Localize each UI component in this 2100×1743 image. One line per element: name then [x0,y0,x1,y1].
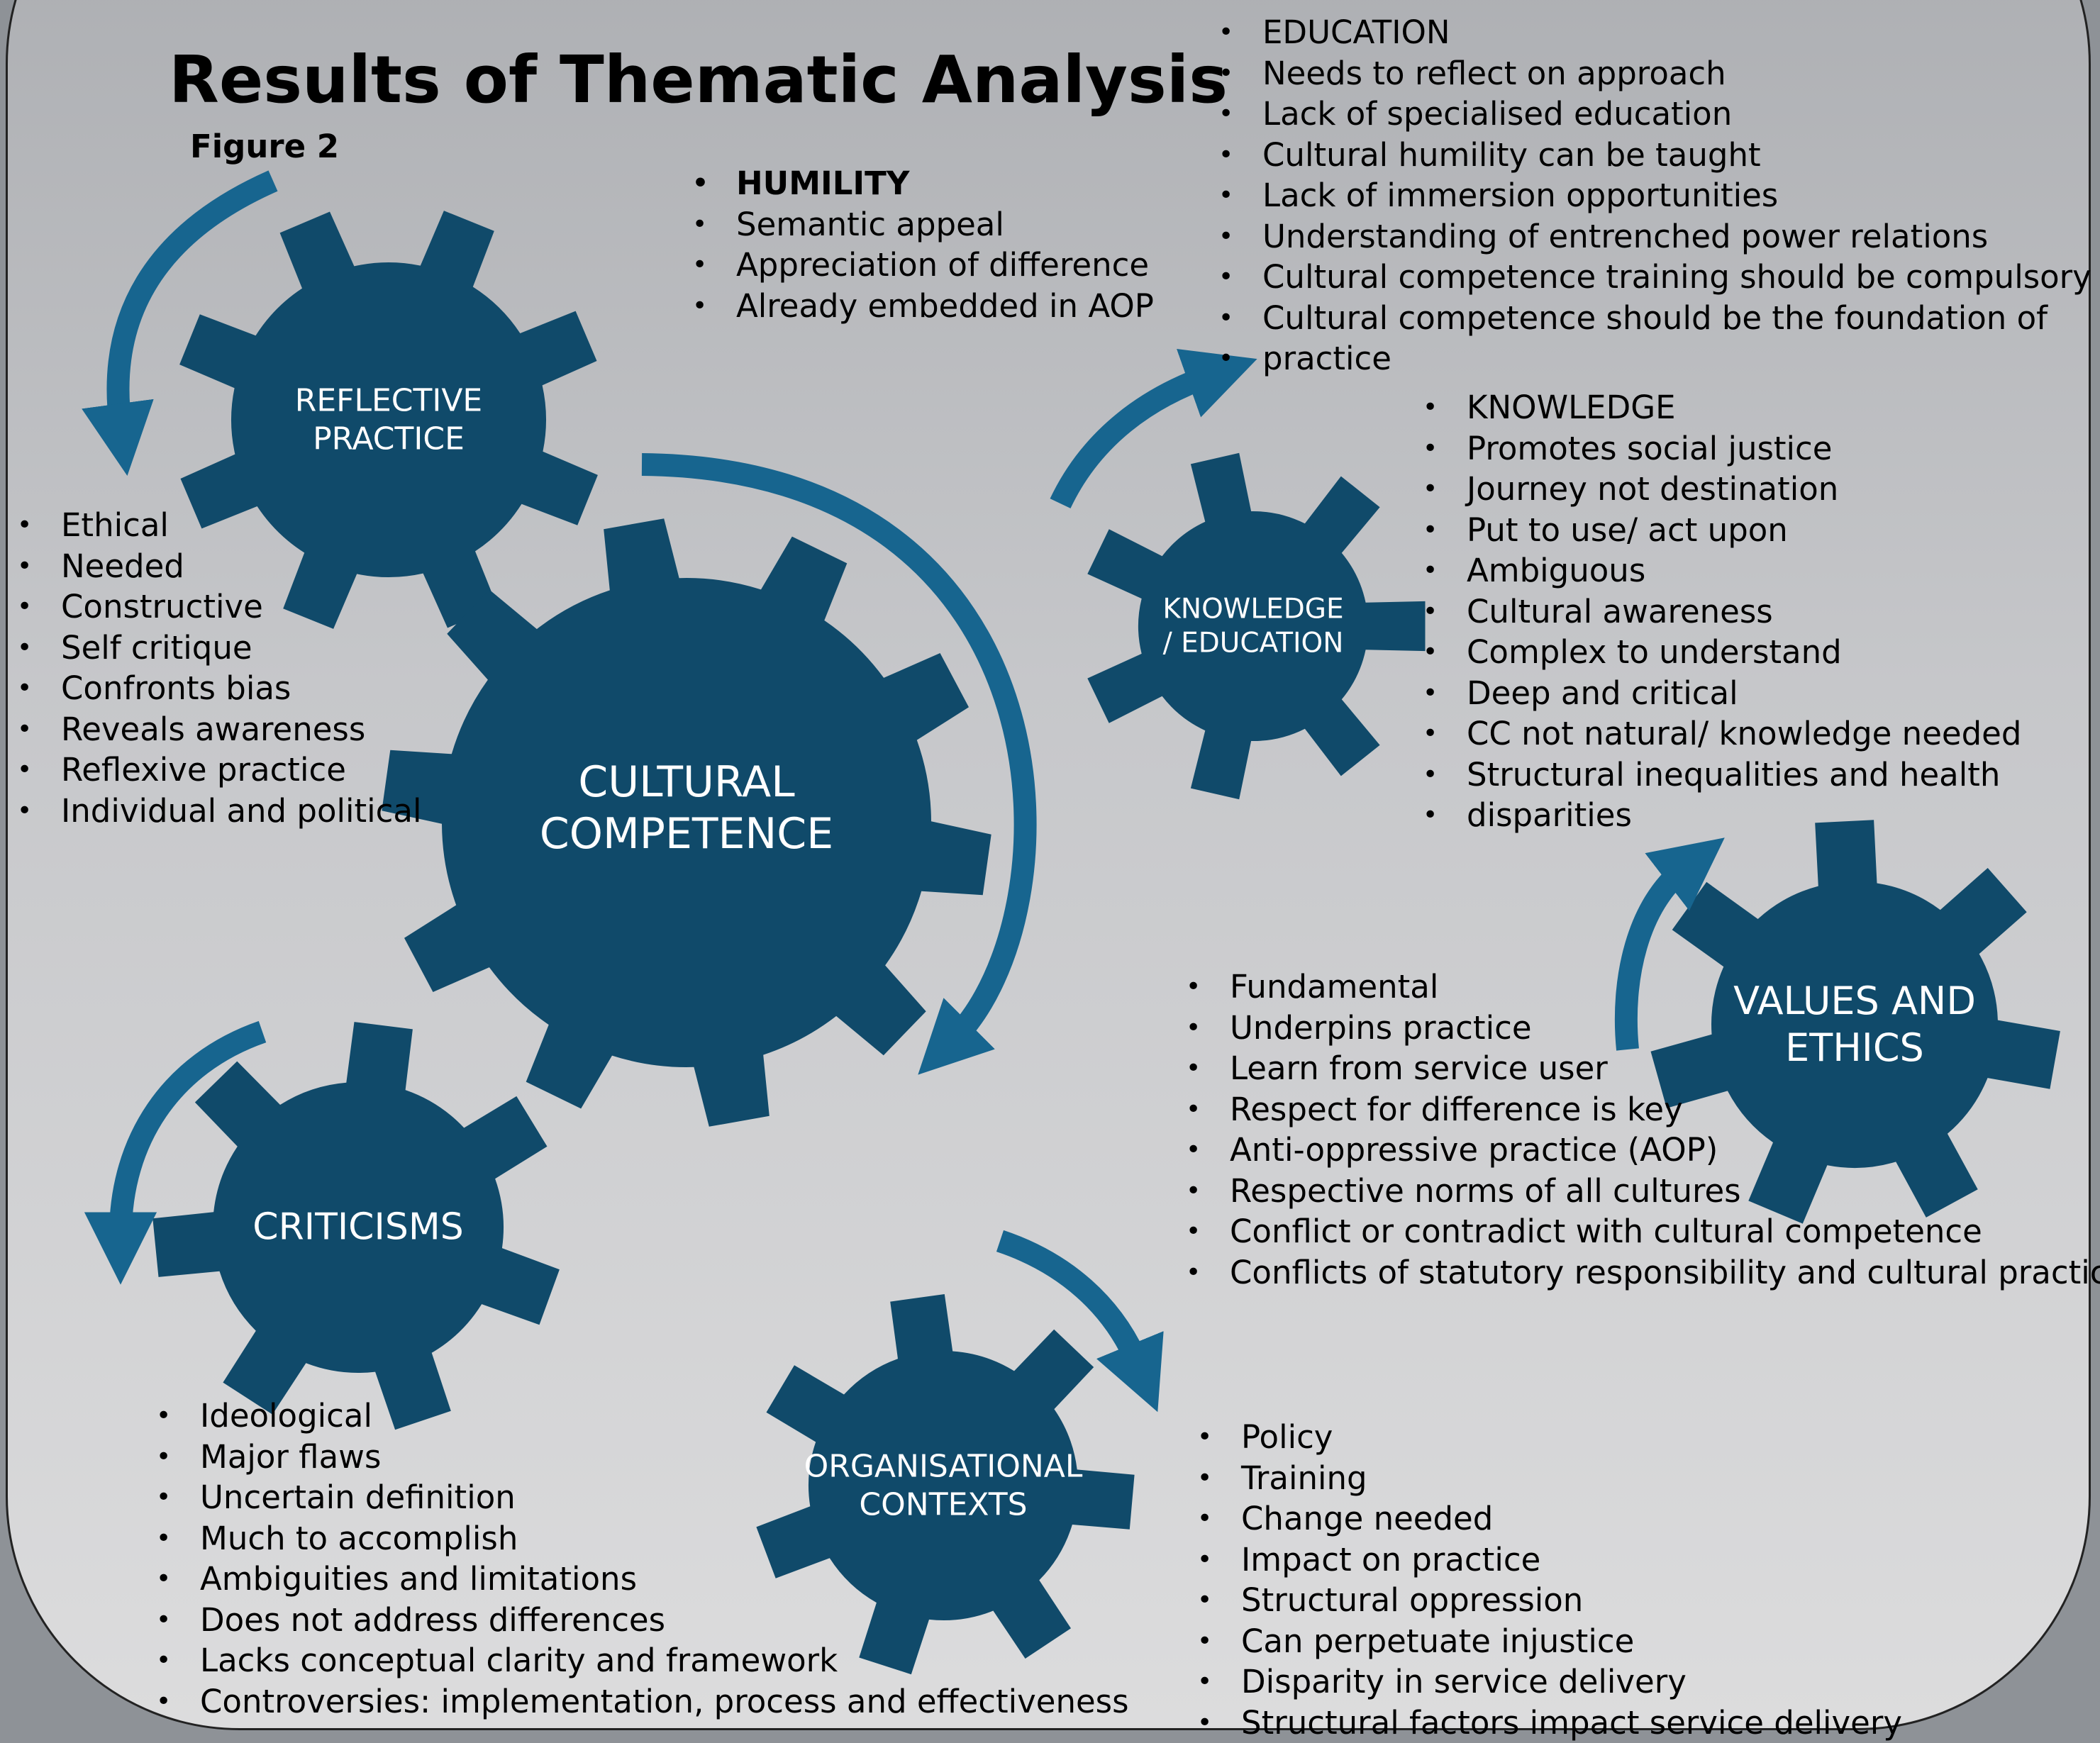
page-title: Results of Thematic Analysis [169,41,1228,119]
list-item: Journey not destination [1423,469,2021,510]
list-item: Deep and critical [1423,673,2021,714]
list-item: CC not natural/ knowledge needed [1423,713,2021,754]
list-knowledge: KNOWLEDGE Promotes social justice Journe… [1423,387,2021,836]
list-item: Ideological [156,1396,1129,1437]
list-item: Needs to reflect on approach [1218,53,2091,94]
gear-label-cultural-competence: CULTURAL COMPETENCE [540,757,833,860]
list-item: Does not address differences [156,1600,1129,1641]
list-item: Appreciation of difference [692,245,1154,286]
list-item: EDUCATION [1218,12,2091,53]
list-item: Reveals awareness [17,709,422,750]
list-item: Learn from service user [1186,1048,2100,1089]
list-item: Major flaws [156,1437,1129,1478]
list-item: Structural oppression [1197,1580,1902,1621]
list-humility: HUMILITY Semantic appeal Appreciation of… [692,163,1154,326]
gear-label-reflective-practice: REFLECTIVE PRACTICE [295,382,482,457]
list-item: Semantic appeal [692,204,1154,245]
list-item: Cultural awareness [1423,591,2021,633]
list-item: KNOWLEDGE [1423,387,2021,428]
list-item: Underpins practice [1186,1008,2100,1049]
list-item: Cultural competence should be the founda… [1218,298,2091,339]
list-item: Reflexive practice [17,750,422,791]
list-item: Confronts bias [17,668,422,709]
list-item: HUMILITY [692,163,1154,204]
list-item-continuation: disparities [1423,795,2021,836]
list-item: Anti-oppressive practice (AOP) [1186,1130,2100,1171]
list-item: Understanding of entrenched power relati… [1218,216,2091,257]
list-item: Self critique [17,628,422,669]
list-item: Respective norms of all cultures [1186,1171,2100,1212]
list-item: Respect for difference is key [1186,1089,2100,1130]
list-item: Promotes social justice [1423,428,2021,469]
list-item: Complex to understand [1423,632,2021,673]
list-item: Individual and political [17,791,422,832]
gear-label-knowledge-education: KNOWLEDGE / EDUCATION [1162,592,1343,659]
list-reflective-practice: Ethical Needed Constructive Self critiqu… [17,505,422,831]
list-item: Can perpetuate injustice [1197,1621,1902,1662]
list-item: Fundamental [1186,967,2100,1008]
list-item: Ambiguities and limitations [156,1559,1129,1600]
list-values-and-ethics: Fundamental Underpins practice Learn fro… [1186,967,2100,1293]
gear-label-criticisms: CRITICISMS [252,1205,463,1249]
list-item: Needed [17,546,422,587]
list-item: Structural factors impact service delive… [1197,1703,1902,1743]
list-criticisms: Ideological Major flaws Uncertain defini… [156,1396,1129,1722]
list-item: Change needed [1197,1498,1902,1539]
list-item: Structural inequalities and health [1423,754,2021,796]
list-item: Ambiguous [1423,550,2021,591]
list-item-continuation: practice [1218,338,2091,379]
list-item: Uncertain definition [156,1477,1129,1518]
list-item: Cultural humility can be taught [1218,135,2091,176]
list-organisational-contexts: Policy Training Change needed Impact on … [1197,1417,1902,1743]
list-item: Impact on practice [1197,1539,1902,1581]
list-item: Ethical [17,505,422,546]
list-item: Disparity in service delivery [1197,1661,1902,1703]
list-item: Put to use/ act upon [1423,510,2021,551]
list-item: Lack of immersion opportunities [1218,175,2091,216]
list-item: Already embedded in AOP [692,286,1154,327]
list-item: Conflicts of statutory responsibility an… [1186,1252,2100,1293]
list-item: Lack of specialised education [1218,94,2091,135]
list-education: EDUCATION Needs to reflect on approach L… [1218,12,2091,379]
list-item: Lacks conceptual clarity and framework [156,1640,1129,1681]
list-item: Policy [1197,1417,1902,1458]
list-item: Conflict or contradict with cultural com… [1186,1211,2100,1252]
list-item: Controversies: implementation, process a… [156,1681,1129,1722]
arrow-knowledge [1060,376,1209,503]
list-item: Much to accomplish [156,1518,1129,1559]
figure-caption: Figure 2 [190,128,339,166]
list-item: Training [1197,1458,1902,1499]
list-item: Constructive [17,586,422,628]
list-item: Cultural competence training should be c… [1218,257,2091,298]
